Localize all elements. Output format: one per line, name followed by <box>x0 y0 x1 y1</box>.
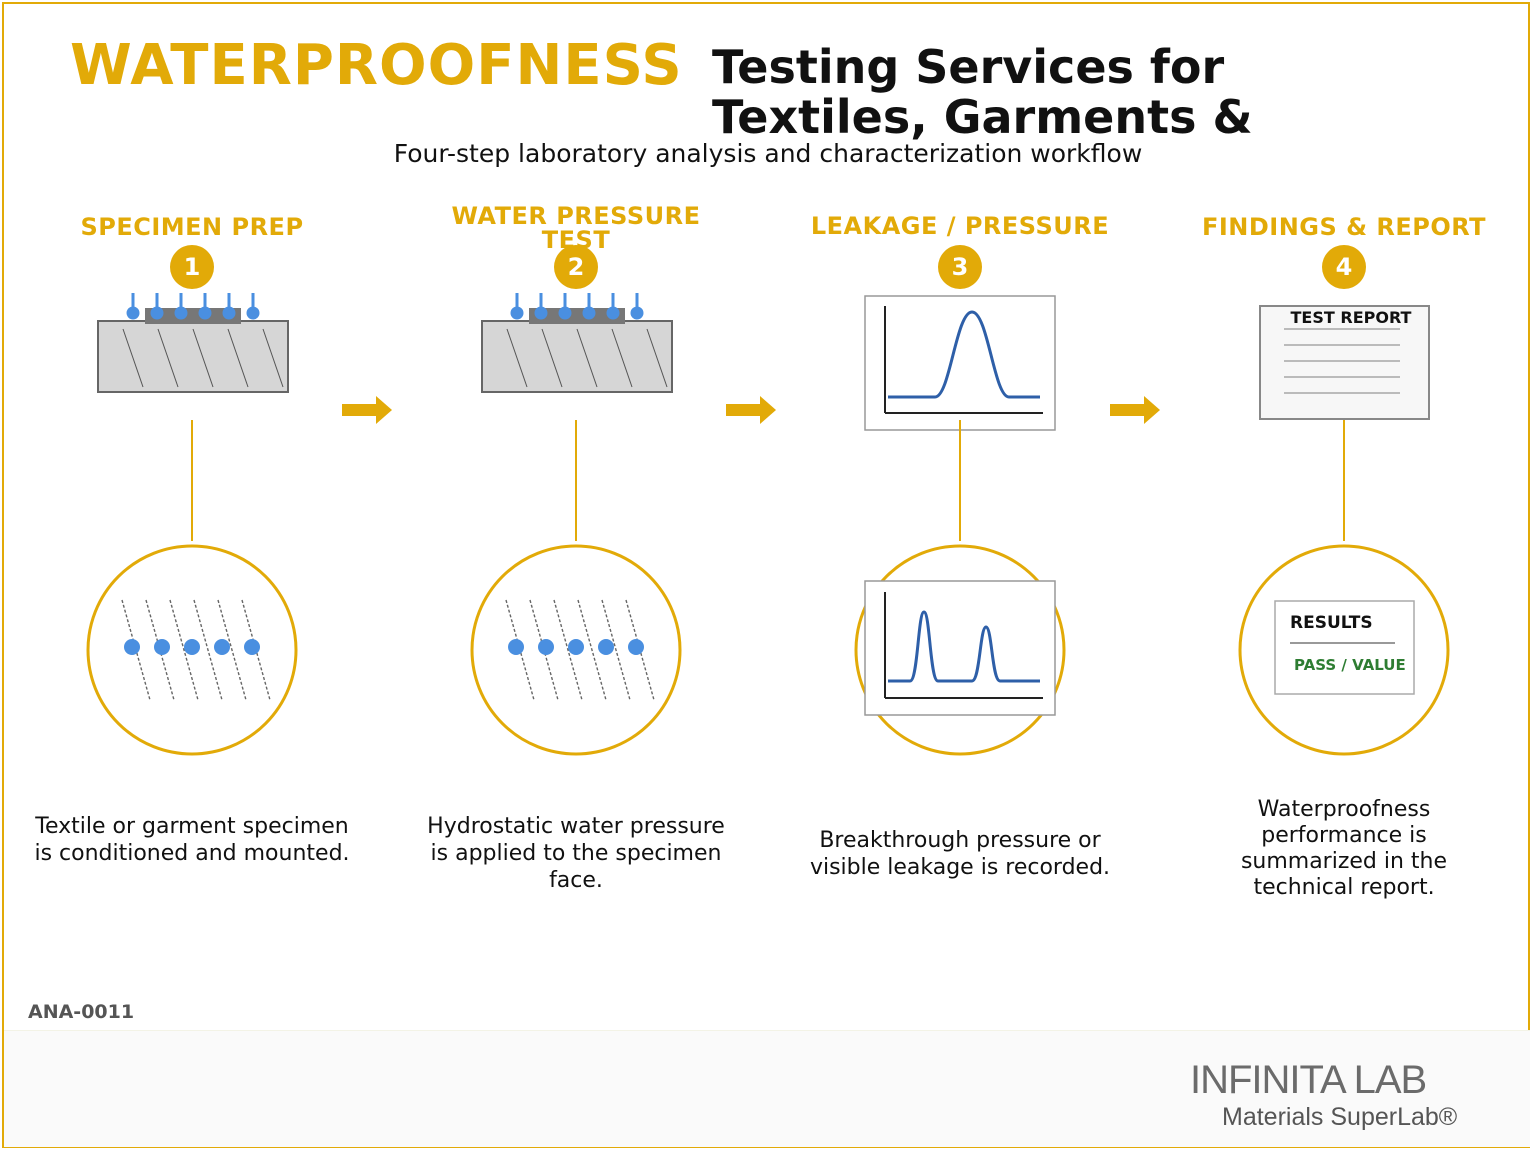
step-1-badge: 1 <box>170 245 214 289</box>
page-title: Testing Services for Textiles, Garments … <box>712 40 1253 144</box>
results-card-heading: RESULTS <box>1290 613 1373 633</box>
arrow-right-icon <box>726 396 776 424</box>
double-peak-chart-icon <box>864 580 1056 716</box>
logo-wordmark: INFINITA LAB <box>1190 1058 1427 1102</box>
report-document-icon <box>1259 305 1430 420</box>
footer-band <box>4 1030 1530 1147</box>
arrow-right-icon <box>342 396 392 424</box>
results-card-icon <box>1274 600 1415 695</box>
single-peak-chart-icon <box>864 295 1056 431</box>
step-4-title: FINDINGS & REPORT <box>1201 213 1487 241</box>
step-3-badge: 3 <box>938 245 982 289</box>
report-card-heading: TEST REPORT <box>1291 308 1412 327</box>
pressure-block-icon <box>480 291 674 394</box>
step-1-title: SPECIMEN PREP <box>80 213 304 241</box>
step-4-description: Waterproofness performance is summarized… <box>1240 797 1448 900</box>
step-4-badge: 4 <box>1322 245 1366 289</box>
page-subtitle: Four-step laboratory analysis and charac… <box>393 139 1143 168</box>
step-2-description: Hydrostatic water pressure is applied to… <box>427 814 725 893</box>
step-2-title: WATER PRESSURE TEST <box>451 202 701 254</box>
step-3-description: Breakthrough pressure or visible leakage… <box>809 828 1111 880</box>
logo-tagline: Materials SuperLab® <box>1222 1103 1458 1131</box>
step-1-description: Textile or garment specimen is condition… <box>34 814 350 866</box>
step-2-badge: 2 <box>554 245 598 289</box>
arrow-right-icon <box>1110 396 1160 424</box>
results-card-value: PASS / VALUE <box>1294 656 1406 674</box>
title-accent: WATERPROOFNESS <box>70 33 683 98</box>
specimen-block-icon <box>96 291 290 394</box>
document-code: ANA-0011 <box>28 1001 135 1023</box>
step-3-title: LEAKAGE / PRESSURE <box>810 212 1110 240</box>
